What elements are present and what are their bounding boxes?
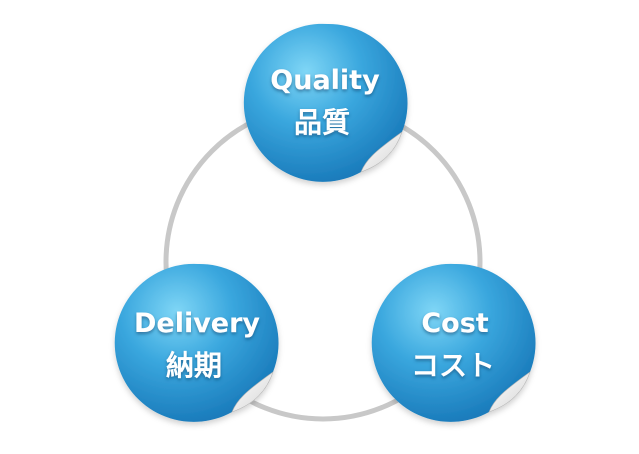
cost-node	[371, 263, 536, 422]
delivery-label-en: Delivery	[134, 308, 260, 339]
delivery-node	[114, 263, 279, 422]
cost-label-en: Cost	[421, 308, 488, 339]
cost-label-ja: コスト	[411, 349, 495, 382]
quality-label-ja: 品質	[294, 106, 350, 139]
quality-label-en: Quality	[270, 65, 380, 96]
delivery-page-curl-icon	[231, 371, 274, 413]
quality-node	[243, 23, 408, 182]
delivery-label-ja: 納期	[166, 349, 222, 382]
cost-page-curl-icon	[488, 371, 531, 413]
quality-page-curl-icon	[360, 131, 403, 173]
